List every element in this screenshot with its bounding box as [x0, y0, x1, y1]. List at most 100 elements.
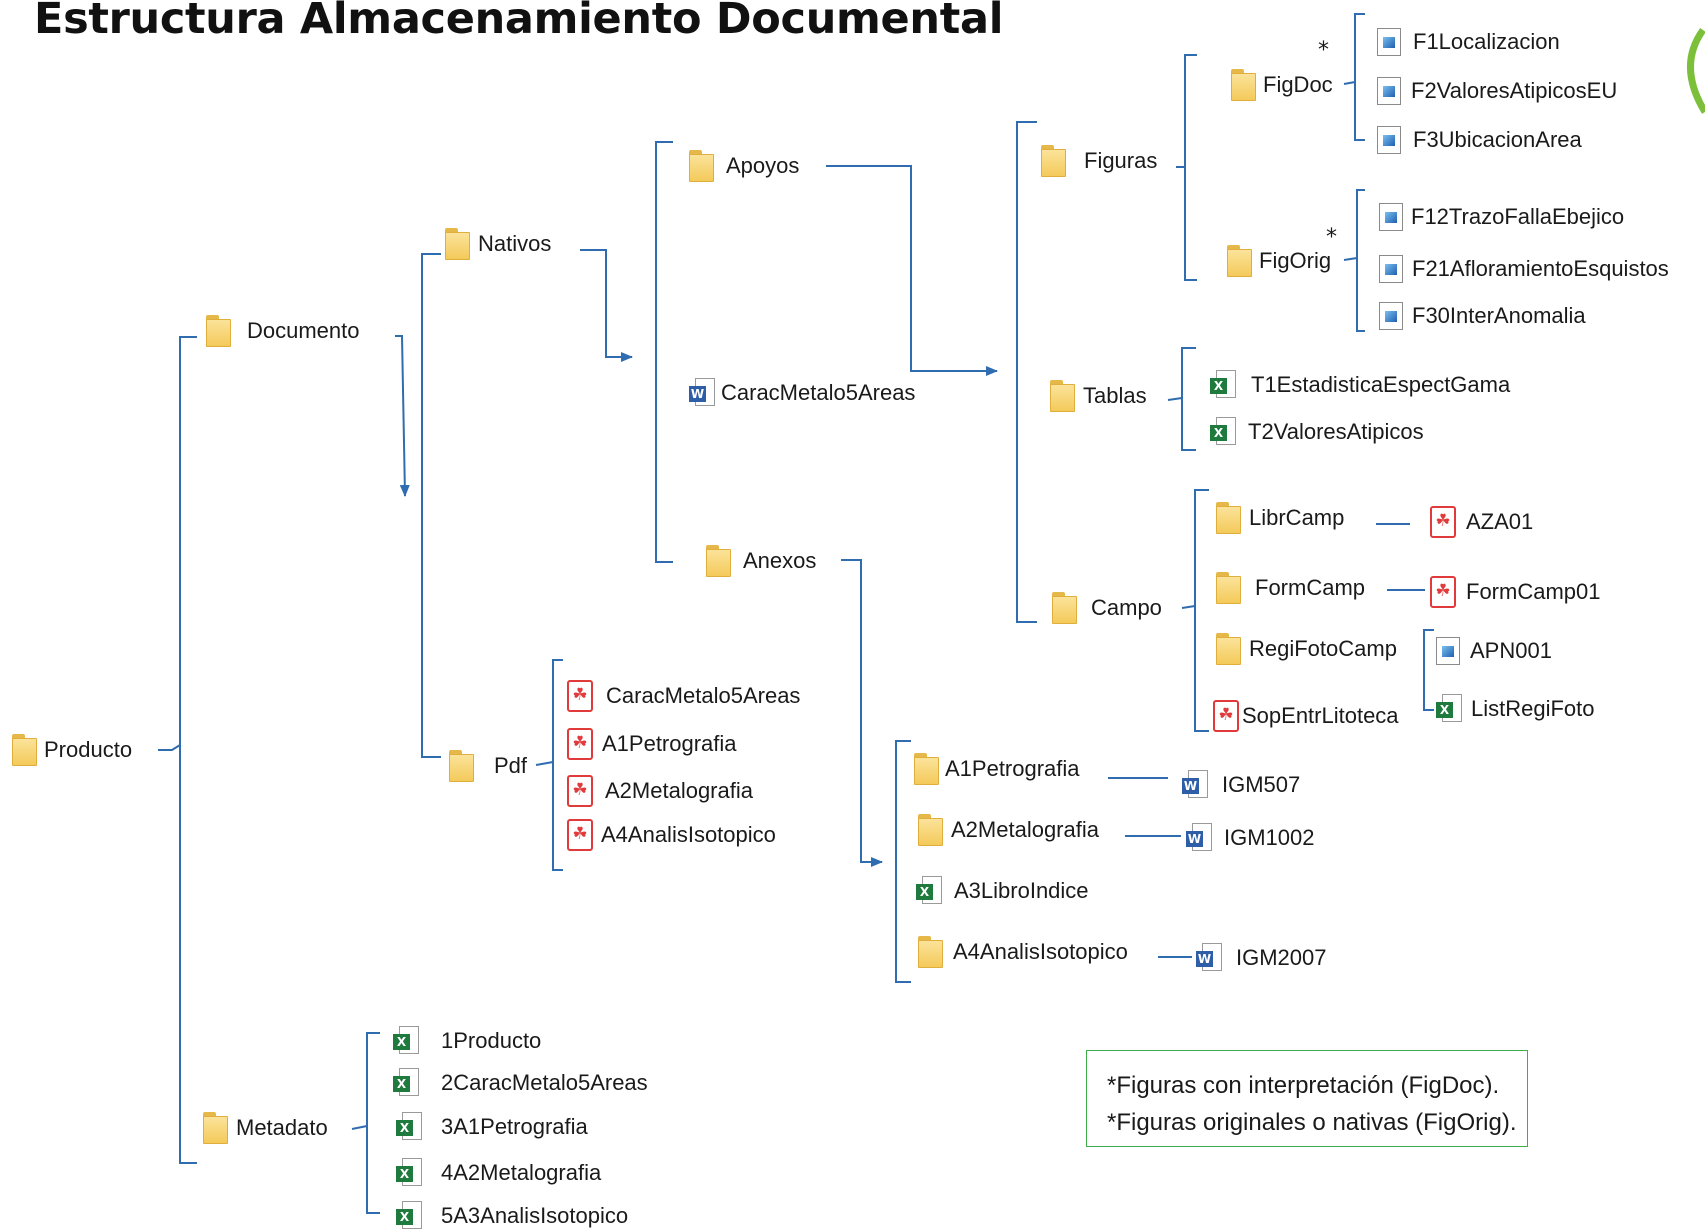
file-a3libroindice[interactable]: X A3LibroIndice [916, 876, 1089, 906]
file-igm2007[interactable]: W IGM2007 [1196, 943, 1327, 973]
bracket-tablas [1181, 347, 1196, 451]
folder-icon [689, 150, 714, 182]
bracket-anexos [895, 740, 911, 983]
file-f21afloramientoesquistos[interactable]: F21AfloramientoEsquistos [1379, 255, 1669, 283]
folder-pdf[interactable]: Pdf [449, 750, 527, 782]
folder-icon [914, 753, 939, 785]
folder-nativos[interactable]: Nativos [445, 228, 551, 260]
file-f3ubicacionarea[interactable]: F3UbicacionArea [1377, 126, 1582, 154]
folder-anexos-a1petrografia[interactable]: A1Petrografia [914, 753, 1080, 785]
folder-icon [1216, 633, 1241, 665]
footnote-figorig: *Figuras originales o nativas (FigOrig). [1107, 1109, 1517, 1136]
image-file-icon [1379, 203, 1403, 231]
figorig-asterisk: * [1326, 225, 1337, 250]
folder-icon [1052, 592, 1077, 624]
folder-producto[interactable]: Producto [12, 734, 132, 766]
link-anexos [841, 559, 883, 867]
file-f30interanomalia[interactable]: F30InterAnomalia [1379, 302, 1586, 330]
folder-librcamp[interactable]: LibrCamp [1216, 502, 1344, 534]
file-formcamp01[interactable]: ☘ FormCamp01 [1430, 576, 1600, 608]
bracket-figorig [1356, 189, 1365, 332]
image-file-icon [1436, 637, 1460, 665]
file-f2valoresatipicoseu[interactable]: F2ValoresAtipicosEU [1377, 77, 1617, 105]
folder-metadato[interactable]: Metadato [203, 1112, 328, 1144]
folder-documento[interactable]: Documento [206, 315, 360, 347]
folder-anexos[interactable]: Anexos [706, 545, 816, 577]
folder-figuras[interactable]: Figuras [1041, 145, 1157, 177]
folder-apoyos[interactable]: Apoyos [689, 150, 799, 182]
link-nativos [580, 249, 633, 362]
stub-metadato [351, 1125, 368, 1130]
folder-anexos-a4analisisotopico[interactable]: A4AnalisIsotopico [918, 936, 1128, 968]
file-aza01[interactable]: ☘ AZA01 [1430, 506, 1533, 538]
image-file-icon [1377, 77, 1401, 105]
folder-campo[interactable]: Campo [1052, 592, 1162, 624]
file-igm1002[interactable]: W IGM1002 [1186, 823, 1315, 853]
folder-icon [445, 228, 470, 260]
bracket-nativos [655, 141, 673, 563]
pdf-icon: ☘ [1213, 700, 1239, 732]
excel-sheet-icon: X [396, 1201, 422, 1231]
folder-formcamp[interactable]: FormCamp [1216, 572, 1365, 604]
file-t2valoresatipicos[interactable]: X T2ValoresAtipicos [1210, 417, 1424, 447]
stub-tablas [1167, 397, 1183, 401]
footnote-figdoc: *Figuras con interpretación (FigDoc). [1107, 1072, 1500, 1099]
word-doc-icon: W [1196, 943, 1222, 973]
folder-anexos-a2metalografia[interactable]: A2Metalografia [918, 814, 1099, 846]
file-meta-1producto[interactable]: X 1Producto [393, 1026, 541, 1056]
folder-figorig[interactable]: FigOrig [1227, 245, 1331, 277]
stub-pdf [535, 761, 554, 766]
stub-campo [1181, 605, 1196, 609]
word-doc-icon: W [689, 378, 715, 408]
pdf-icon: ☘ [567, 680, 593, 712]
diagram-title: Estructura Almacenamiento Documental [34, 0, 1004, 44]
file-meta-4a2metalografia[interactable]: X 4A2Metalografia [396, 1158, 601, 1188]
file-pdf-caracmetalo5areas[interactable]: ☘ CaracMetalo5Areas [567, 680, 800, 712]
bracket-producto [179, 336, 197, 1164]
folder-icon [706, 545, 731, 577]
excel-sheet-icon: X [396, 1112, 422, 1142]
image-file-icon [1379, 302, 1403, 330]
excel-sheet-icon: X [1210, 417, 1236, 447]
figdoc-asterisk: * [1318, 38, 1329, 63]
pdf-icon: ☘ [567, 728, 593, 760]
excel-sheet-icon: X [916, 876, 942, 906]
file-meta-5a3analisisotopico[interactable]: X 5A3AnalisIsotopico [396, 1201, 628, 1231]
folder-icon [1216, 502, 1241, 534]
file-apn001[interactable]: APN001 [1436, 637, 1552, 665]
bracket-figuras [1184, 54, 1197, 281]
file-sopentrlitoteca[interactable]: ☘ SopEntrLitoteca [1213, 700, 1399, 732]
bracket-pdf [552, 659, 563, 871]
excel-sheet-icon: X [1436, 694, 1462, 724]
file-meta-2caracmetalo5areas[interactable]: X 2CaracMetalo5Areas [393, 1068, 648, 1098]
folder-tablas[interactable]: Tablas [1050, 380, 1147, 412]
word-doc-icon: W [1186, 823, 1212, 853]
file-f1localizacion[interactable]: F1Localizacion [1377, 28, 1560, 56]
excel-sheet-icon: X [1210, 370, 1236, 400]
bracket-apoyos [1016, 121, 1037, 623]
folder-icon [1227, 245, 1252, 277]
folder-icon [203, 1112, 228, 1144]
file-pdf-a1petrografia[interactable]: ☘ A1Petrografia [567, 728, 737, 760]
file-f12trazofallaebejico[interactable]: F12TrazoFallaEbejico [1379, 203, 1624, 231]
excel-sheet-icon: X [396, 1158, 422, 1188]
file-meta-3a1petrografia[interactable]: X 3A1Petrografia [396, 1112, 588, 1142]
file-pdf-a2metalografia[interactable]: ☘ A2Metalografia [567, 775, 753, 807]
file-t1estadisticaespectgama[interactable]: X T1EstadisticaEspectGama [1210, 370, 1510, 400]
file-listregifoto[interactable]: X ListRegiFoto [1436, 694, 1595, 724]
folder-icon [12, 734, 37, 766]
word-doc-icon: W [1182, 770, 1208, 800]
pdf-icon: ☘ [1430, 506, 1456, 538]
file-pdf-a4analisisotopico[interactable]: ☘ A4AnalisIsotopico [567, 819, 776, 851]
stub-producto [158, 744, 181, 751]
bracket-documento [421, 253, 441, 758]
folder-figdoc[interactable]: FigDoc [1231, 69, 1333, 101]
file-caracmetalo5areas-doc[interactable]: W CaracMetalo5Areas [689, 378, 915, 408]
folder-icon [1231, 69, 1256, 101]
file-igm507[interactable]: W IGM507 [1182, 770, 1300, 800]
stub-figdoc [1343, 81, 1356, 85]
excel-sheet-icon: X [393, 1026, 419, 1056]
folder-regifotocamp[interactable]: RegiFotoCamp [1216, 633, 1397, 665]
pdf-icon: ☘ [567, 775, 593, 807]
